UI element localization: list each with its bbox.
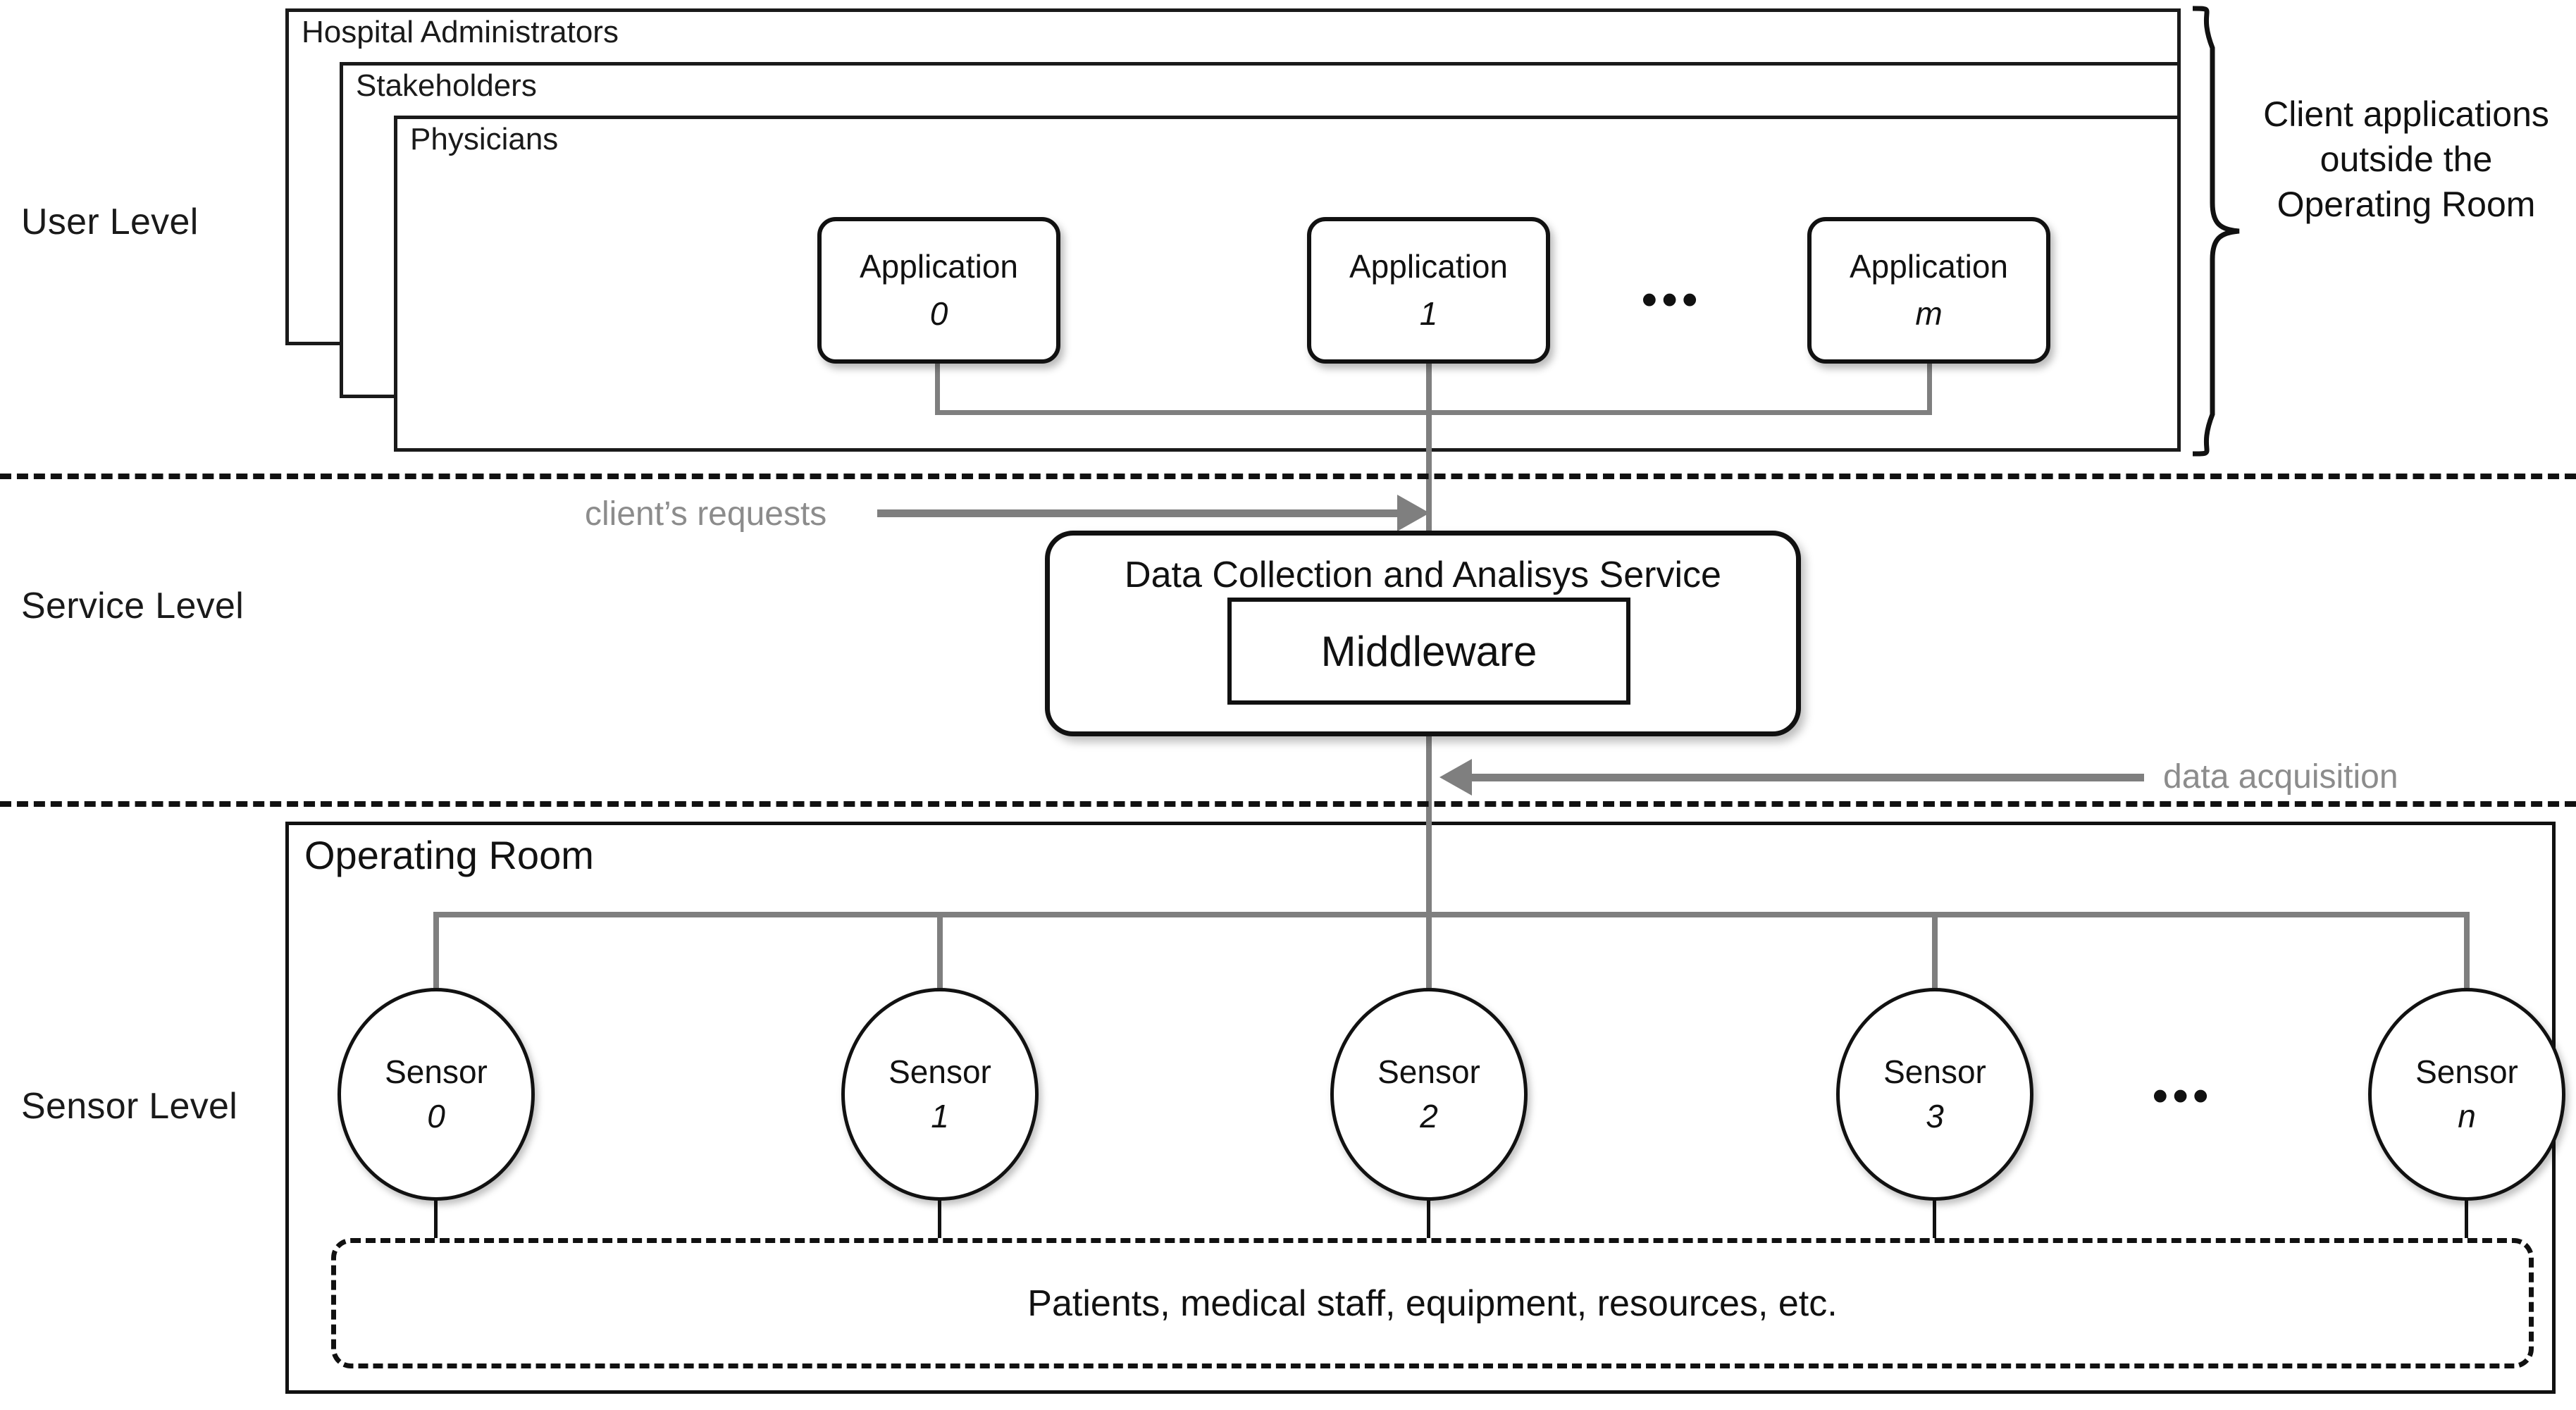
sensor-node-1[interactable]: Sensor 1 (841, 988, 1039, 1201)
connector-sensor-n-drop (2464, 912, 2470, 993)
sensor-name: Sensor (1377, 1053, 1480, 1091)
connector-application-1-to-service (1426, 364, 1432, 544)
connector-sensor-3-to-resources (1933, 1198, 1936, 1242)
sensor-node-0[interactable]: Sensor 0 (338, 988, 535, 1201)
service-box-data-collection[interactable]: Data Collection and Analisys Service Mid… (1045, 531, 1801, 736)
client-applications-brace (2192, 6, 2240, 457)
application-name: Application (1849, 248, 2009, 285)
application-name: Application (859, 248, 1019, 285)
resources-label: Patients, medical staff, equipment, reso… (1027, 1282, 1838, 1324)
data-acquisition-label: data acquisition (2163, 758, 2398, 796)
application-box-m[interactable]: Application m (1807, 217, 2050, 364)
connector-sensor-n-to-resources (2465, 1198, 2468, 1242)
sensor-node-3[interactable]: Sensor 3 (1836, 988, 2033, 1201)
application-box-0[interactable]: Application 0 (817, 217, 1060, 364)
application-index: m (1915, 295, 1943, 332)
connector-application-m-drop (1927, 364, 1932, 414)
user-group-title: Stakeholders (356, 68, 537, 103)
sensor-name: Sensor (1883, 1053, 1986, 1091)
connector-sensor-1-to-resources (938, 1198, 941, 1242)
connector-sensor-bus (433, 912, 2470, 917)
clients-requests-arrow-shaft (877, 509, 1399, 517)
application-box-1[interactable]: Application 1 (1307, 217, 1550, 364)
user-group-title: Hospital Administrators (302, 15, 619, 49)
level-separator-user-service (0, 474, 2576, 479)
connector-sensor-0-to-resources (434, 1198, 438, 1242)
application-ellipsis: ••• (1642, 276, 1703, 324)
middleware-box[interactable]: Middleware (1227, 598, 1630, 705)
application-name: Application (1349, 248, 1509, 285)
sensor-name: Sensor (385, 1053, 488, 1091)
level-separator-service-sensor (0, 801, 2576, 807)
client-applications-note: Client applications outside the Operatin… (2263, 94, 2549, 224)
connector-sensor-2-drop (1426, 912, 1432, 993)
middleware-label: Middleware (1320, 627, 1537, 675)
service-title: Data Collection and Analisys Service (1125, 555, 1721, 595)
sensor-name: Sensor (2415, 1053, 2518, 1091)
application-index: 0 (929, 295, 948, 332)
operating-room-title: Operating Room (304, 833, 594, 877)
connector-sensor-1-drop (937, 912, 943, 993)
resources-box: Patients, medical staff, equipment, reso… (331, 1238, 2534, 1368)
application-index: 1 (1419, 295, 1438, 332)
level-label-user: User Level (21, 202, 199, 242)
connector-sensor-2-to-resources (1427, 1198, 1430, 1242)
clients-requests-arrow-head (1397, 495, 1430, 531)
sensor-node-n[interactable]: Sensor n (2368, 988, 2565, 1201)
sensor-index: 1 (931, 1098, 949, 1134)
connector-application-bus (935, 410, 1932, 415)
connector-sensor-3-drop (1932, 912, 1938, 993)
sensor-node-2[interactable]: Sensor 2 (1330, 988, 1528, 1201)
connector-service-to-sensor-bus (1426, 736, 1432, 918)
connector-application-0-drop (935, 364, 940, 414)
sensor-index: 2 (1420, 1098, 1438, 1134)
sensor-index: 0 (427, 1098, 445, 1134)
user-group-title: Physicians (410, 122, 559, 156)
level-label-service: Service Level (21, 586, 244, 626)
clients-requests-label: client’s requests (585, 495, 827, 533)
sensor-name: Sensor (888, 1053, 991, 1091)
level-label-sensor: Sensor Level (21, 1086, 238, 1127)
sensor-index: n (2458, 1098, 2476, 1134)
sensor-ellipsis: ••• (2153, 1072, 2214, 1120)
data-acquisition-arrow-head (1439, 759, 1472, 796)
sensor-index: 3 (1926, 1098, 1944, 1134)
data-acquisition-arrow-shaft (1471, 774, 2144, 781)
connector-sensor-0-drop (433, 912, 439, 993)
